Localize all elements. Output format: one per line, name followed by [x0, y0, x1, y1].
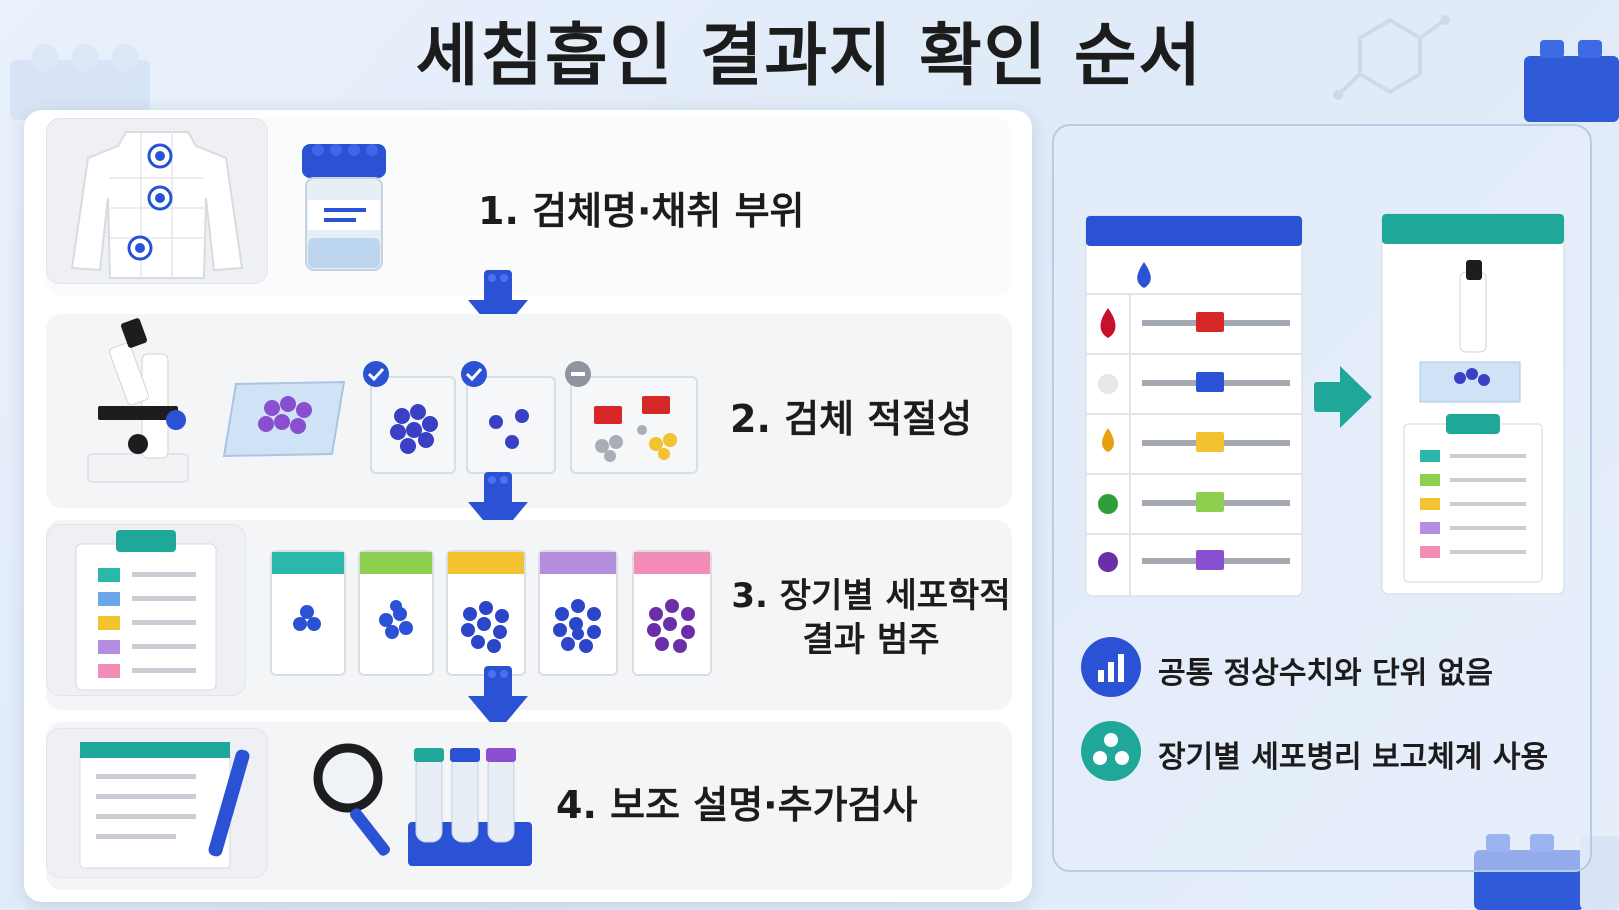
- clipboard-icon: [75, 530, 217, 691]
- few-cells-card: [466, 376, 556, 474]
- glass-slide-icon: [222, 380, 346, 458]
- category-card-2: [358, 550, 434, 676]
- purple-cell-cluster-icon: [647, 599, 695, 653]
- sparse-cells-icon: [489, 409, 529, 449]
- step-row-categories: 3. 장기별 세포학적 결과 범주: [46, 520, 1012, 710]
- adequate-cells-card: [370, 376, 456, 474]
- report-clipboard-tile: [46, 524, 246, 696]
- page-title: 세침흡인 결과지 확인 순서: [415, 17, 1204, 96]
- torso-body-icon: [70, 131, 244, 279]
- magnifier-test-tubes-icon: [313, 743, 532, 866]
- step-1-label: 1. 검체명·채취 부위: [478, 189, 805, 233]
- summary-text-2: 장기별 세포병리 보고체계 사용: [1158, 740, 1549, 775]
- step-row-specimen: 1. 검체명·채취 부위: [46, 118, 1012, 296]
- arrow-right-icon: [1314, 366, 1372, 428]
- summary-text-1: 공통 정상수치와 단위 없음: [1158, 656, 1493, 691]
- category-card-5: [632, 550, 712, 676]
- step-row-additional: 4. 보조 설명·추가검사: [46, 722, 1012, 890]
- body-sites-tile: [46, 118, 268, 284]
- inadequate-sample-card: [570, 376, 698, 474]
- step-3-label-line2: 결과 범주: [802, 620, 940, 660]
- check-badge-icon: [461, 361, 487, 387]
- mixed-debris-icon: [594, 396, 677, 462]
- lego-brick-decoration-icon: [10, 44, 150, 120]
- category-card-3: [446, 550, 526, 676]
- procedure-steps-panel: 1. 검체명·채취 부위: [24, 110, 1032, 902]
- step-3-label: 3. 장기별 세포학적 결과 범주: [726, 574, 1016, 662]
- category-card-4: [538, 550, 618, 676]
- dense-cell-cluster-icon: [553, 599, 601, 653]
- arrow-down-icon: [468, 666, 528, 732]
- step-row-adequacy: 2. 검체 적절성: [46, 314, 1012, 508]
- molecule-decoration-icon: [1333, 15, 1450, 100]
- organ-range-chart-icon: [1085, 215, 1303, 597]
- medium-cell-cluster-icon: [379, 600, 413, 639]
- cell-cluster-icon: [390, 404, 438, 454]
- lab-report-icon: [1381, 213, 1565, 595]
- small-cell-cluster-icon: [293, 605, 321, 631]
- blue-brick-decoration-icon: [1524, 40, 1619, 122]
- summary-panel: 공통 정상수치와 단위 없음 장기별 세포병리 보고체계 사용: [1052, 124, 1592, 872]
- step-3-label-line1: 3. 장기별 세포학적: [731, 576, 1011, 616]
- cell-network-icon: [1081, 721, 1141, 781]
- step-4-label: 4. 보조 설명·추가검사: [556, 783, 918, 827]
- notepad-pen-icon: [79, 742, 250, 869]
- notes-tile: [46, 728, 268, 878]
- specimen-jar-icon: [302, 144, 386, 271]
- bar-chart-icon: [1081, 637, 1141, 697]
- summary-item-organ-system: 장기별 세포병리 보고체계 사용: [1080, 720, 1580, 784]
- step-2-label: 2. 검체 적절성: [730, 397, 973, 441]
- category-card-1: [270, 550, 346, 676]
- microscope-icon: [87, 318, 189, 483]
- large-cell-cluster-icon: [461, 601, 509, 653]
- check-badge-icon: [363, 361, 389, 387]
- summary-item-no-common-range: 공통 정상수치와 단위 없음: [1080, 636, 1580, 700]
- minus-badge-icon: [565, 361, 591, 387]
